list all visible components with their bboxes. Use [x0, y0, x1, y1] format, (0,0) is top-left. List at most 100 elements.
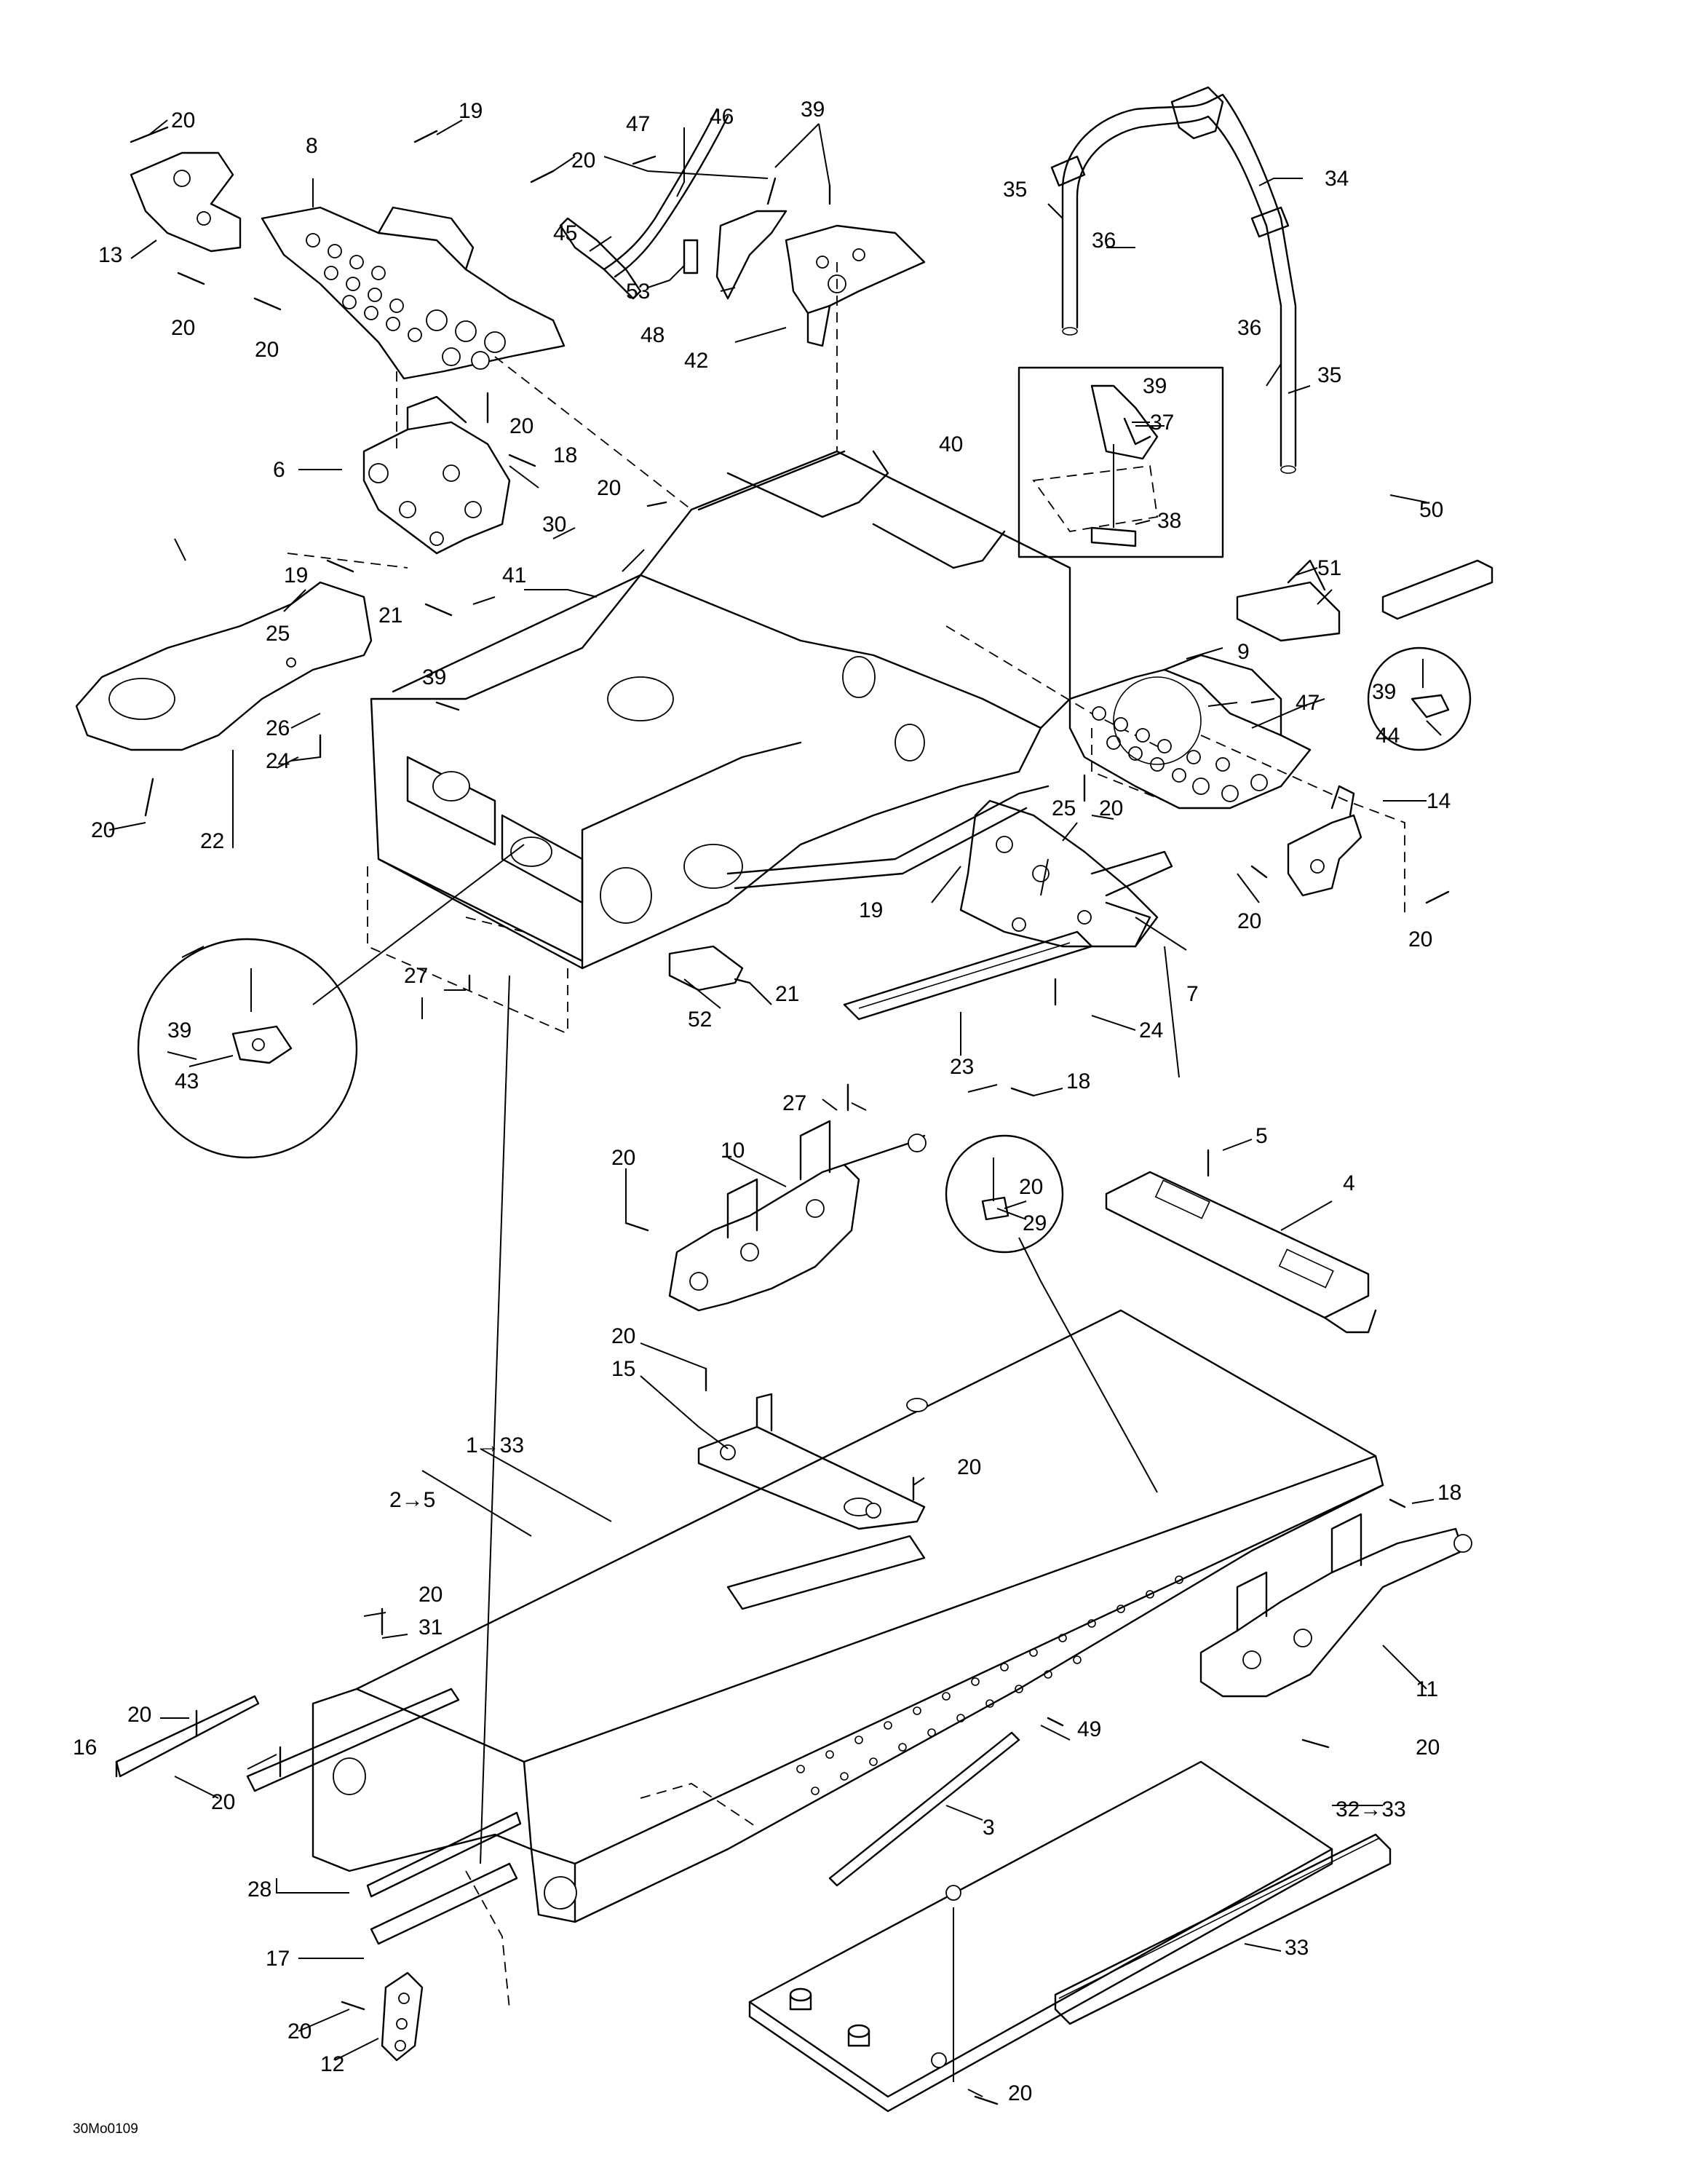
label-47: 47 — [626, 112, 650, 136]
label-20: 20 — [509, 414, 533, 438]
label-35: 35 — [1003, 178, 1027, 202]
label-20: 20 — [597, 476, 621, 500]
bracket-52 — [668, 945, 744, 992]
label-33: 33 — [1285, 1936, 1309, 1960]
hole-pattern — [306, 233, 506, 370]
clip-53 — [683, 239, 699, 274]
bracket-8 — [261, 206, 566, 380]
label-21: 21 — [378, 604, 402, 628]
rail-33 — [1054, 1833, 1392, 2025]
label-2→5: 2→5 — [389, 1488, 435, 1512]
rail-17 — [370, 1862, 518, 1945]
label-40: 40 — [939, 432, 963, 456]
label-9: 9 — [1237, 640, 1250, 664]
label-27: 27 — [404, 964, 428, 988]
label-36: 36 — [1237, 316, 1261, 340]
label-20: 20 — [611, 1146, 635, 1170]
front-frame — [370, 450, 1071, 970]
label-22: 22 — [200, 829, 224, 853]
label-20: 20 — [255, 338, 279, 362]
label-20: 20 — [611, 1324, 635, 1348]
label-18: 18 — [553, 443, 577, 467]
label-20: 20 — [287, 2019, 312, 2043]
detail-circle-29 — [945, 1134, 1064, 1254]
label-49: 49 — [1077, 1717, 1101, 1741]
rail-16 — [115, 1695, 260, 1778]
label-20: 20 — [571, 149, 595, 173]
label-46: 46 — [710, 105, 734, 129]
label-21: 21 — [775, 982, 799, 1006]
bracket-7 — [959, 799, 1173, 948]
label-35: 35 — [1317, 363, 1341, 387]
callout-labels: 20 19 20 47 46 39 34 8 13 45 53 48 42 35… — [73, 98, 1461, 2105]
label-51: 51 — [1317, 556, 1341, 580]
hose-46 — [603, 108, 729, 278]
label-45: 45 — [553, 221, 577, 245]
bracket-13 — [130, 151, 242, 253]
bracket-11 — [1199, 1513, 1472, 1698]
label-26: 26 — [266, 716, 290, 740]
plate-32 — [748, 1760, 1333, 2113]
rail-23 — [843, 930, 1093, 1021]
label-39: 39 — [167, 1018, 191, 1042]
label-20: 20 — [957, 1455, 981, 1479]
strip-45 — [559, 217, 642, 300]
label-19: 19 — [859, 898, 883, 922]
label-20: 20 — [1019, 1175, 1043, 1199]
label-29: 29 — [1023, 1211, 1047, 1235]
rail-28 — [246, 1688, 522, 1898]
label-25: 25 — [266, 622, 290, 646]
detail-circle-44 — [1367, 646, 1472, 751]
clip-50 — [1381, 559, 1493, 620]
label-53: 53 — [626, 280, 650, 304]
plate-42 — [785, 224, 926, 347]
label-20: 20 — [1099, 796, 1123, 820]
label-14: 14 — [1427, 789, 1451, 813]
tunnel-1 — [312, 1309, 1384, 2010]
label-12: 12 — [320, 2052, 344, 2076]
label-42: 42 — [684, 349, 708, 373]
label-20: 20 — [211, 1790, 235, 1814]
bracket-6 — [362, 395, 511, 555]
label-20: 20 — [1408, 927, 1432, 951]
label-17: 17 — [266, 1947, 290, 1971]
strip-3 — [828, 1731, 1020, 1887]
label-7: 7 — [1186, 982, 1199, 1006]
label-3: 3 — [983, 1816, 995, 1840]
label-27: 27 — [782, 1091, 806, 1115]
fasteners — [130, 126, 1450, 2105]
reference-code: 30Mo0109 — [73, 2121, 138, 2137]
plate-4 — [1105, 1171, 1377, 1334]
leader-lines — [108, 119, 1442, 2097]
belly-pan-22 — [75, 581, 373, 751]
label-47: 47 — [1296, 691, 1320, 715]
label-8: 8 — [306, 134, 318, 158]
label-39: 39 — [1372, 680, 1396, 704]
label-20: 20 — [171, 316, 195, 340]
label-25: 25 — [1052, 796, 1076, 820]
label-41: 41 — [502, 563, 526, 587]
label-13: 13 — [98, 243, 122, 267]
label-44: 44 — [1376, 724, 1400, 748]
bracket-15 — [697, 1393, 926, 1530]
detail-circle-43 — [137, 938, 358, 1159]
label-39: 39 — [422, 665, 446, 689]
label-36: 36 — [1092, 229, 1116, 253]
label-19: 19 — [284, 563, 308, 587]
label-5: 5 — [1255, 1124, 1268, 1148]
label-31: 31 — [418, 1615, 443, 1639]
label-20: 20 — [91, 818, 115, 842]
label-38: 38 — [1157, 509, 1181, 533]
label-34: 34 — [1325, 167, 1349, 191]
bumper-34 — [1050, 86, 1297, 474]
label-4: 4 — [1343, 1171, 1355, 1195]
label-1→33: 1→33 — [466, 1433, 524, 1457]
label-11: 11 — [1416, 1677, 1438, 1701]
plate-12 — [381, 1971, 424, 2062]
label-32→33: 32→33 — [1336, 1797, 1406, 1821]
label-39: 39 — [801, 98, 825, 122]
bracket-48 — [715, 210, 788, 300]
label-19: 19 — [459, 99, 483, 123]
label-20: 20 — [1416, 1736, 1440, 1760]
label-20: 20 — [171, 108, 195, 132]
